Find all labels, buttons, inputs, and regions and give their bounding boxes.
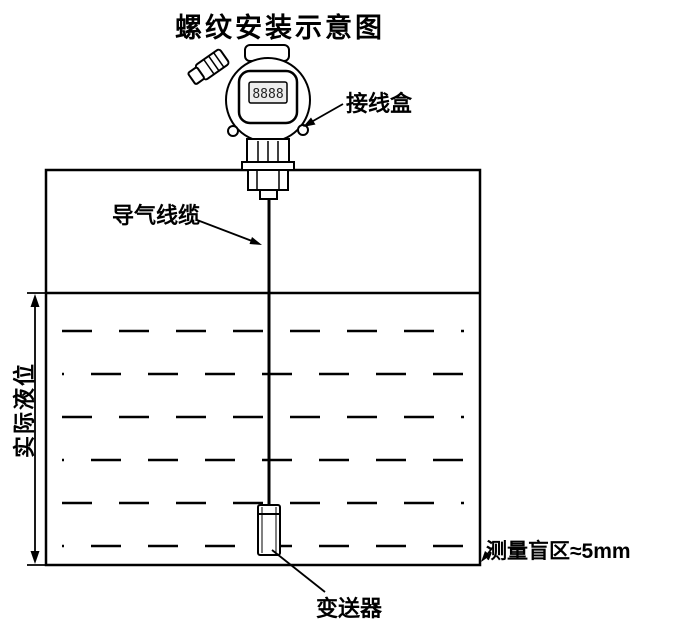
blind-zone-label: 测量盲区≈5mm <box>486 540 631 563</box>
level-dimension-arrow <box>27 292 45 566</box>
junction-box-label: 接线盒 <box>346 91 413 116</box>
air-cable-leader <box>196 219 253 242</box>
flange <box>241 161 295 171</box>
bolt-right-icon <box>297 124 309 136</box>
junction-box-arrowhead <box>303 117 316 127</box>
bolt-left-icon <box>227 125 239 137</box>
transmitter-leader <box>271 549 326 593</box>
blind-zone-arrowhead <box>481 551 491 562</box>
lcd-panel <box>248 81 288 104</box>
lcd-digits: 8888 <box>252 87 283 102</box>
air-cable-arrowhead <box>249 237 262 245</box>
transmitter-label: 变送器 <box>316 596 383 621</box>
cable-gland <box>187 48 230 85</box>
hex-nut <box>247 169 289 191</box>
air-cable-label: 导气线缆 <box>112 203 201 228</box>
thread-stub <box>259 189 278 200</box>
leader-lines <box>196 103 494 593</box>
probe-shape <box>257 504 281 556</box>
transmitter-device: 8888 <box>187 44 311 200</box>
page-title: 螺纹安装示意图 <box>175 13 385 43</box>
actual-level-label: 实际液位 <box>12 362 37 459</box>
